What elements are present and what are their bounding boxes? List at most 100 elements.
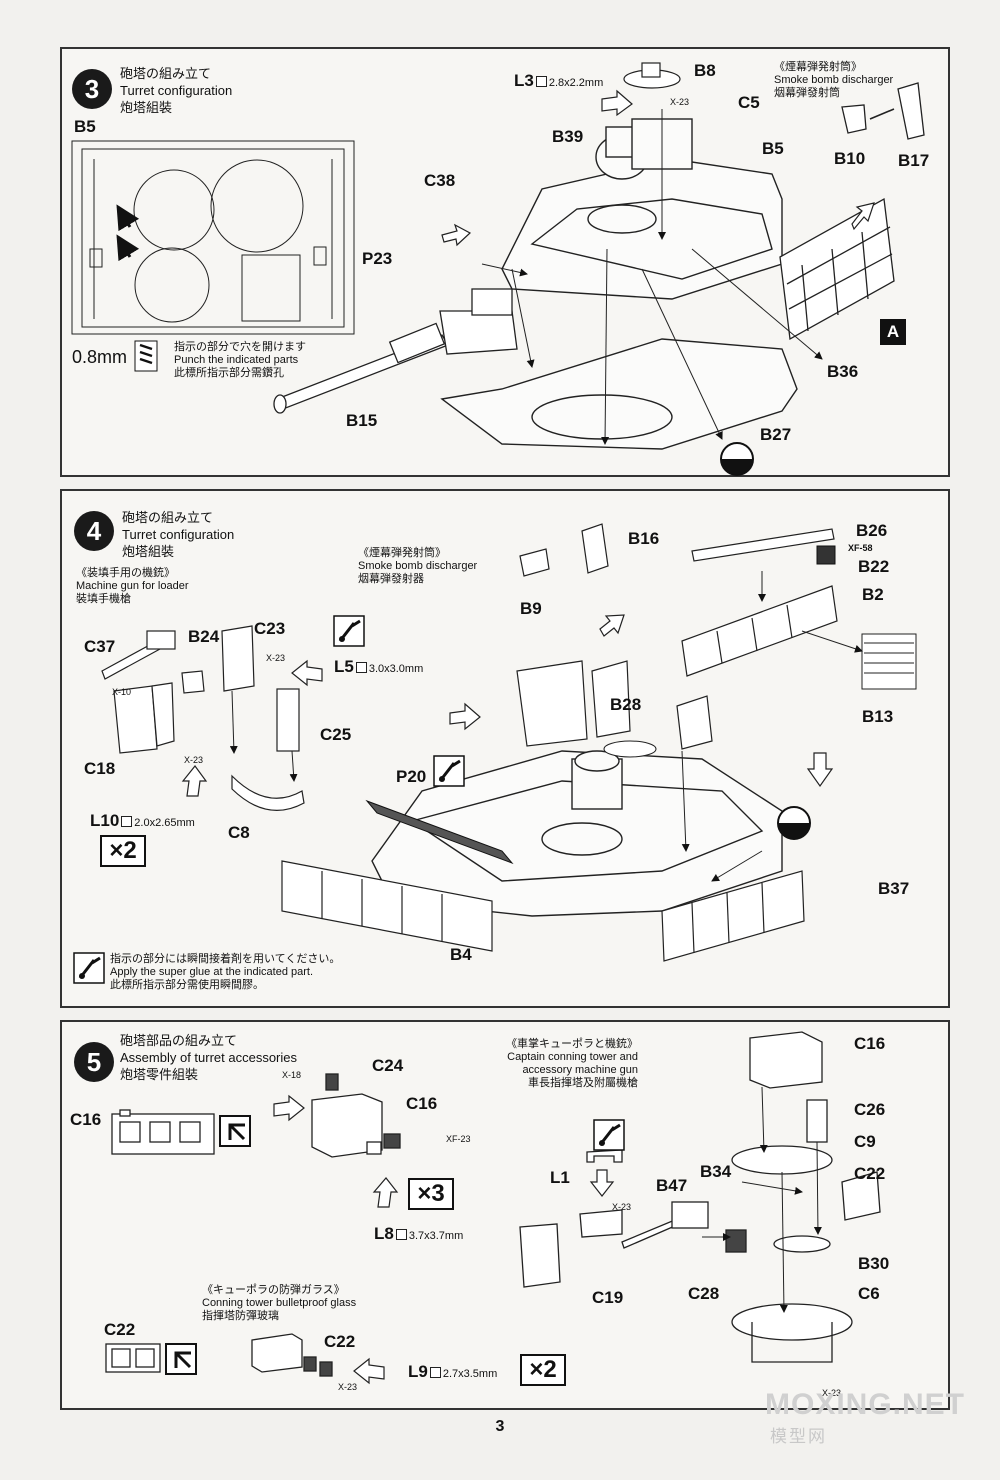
discharger-sub-parts bbox=[516, 523, 713, 750]
part-c22-mid: C22 bbox=[324, 1332, 356, 1351]
part-b37: B37 bbox=[878, 879, 910, 898]
drill-icon bbox=[134, 340, 158, 372]
part-b26: B26 bbox=[856, 521, 888, 540]
part-c37: C37 bbox=[84, 637, 116, 656]
part-c22-flat bbox=[105, 1343, 161, 1373]
cupola-tower bbox=[731, 1031, 881, 1363]
x23-label-a: X-23 bbox=[266, 653, 286, 663]
x10-label: X-10 bbox=[112, 687, 132, 697]
watermark-site: MOXING.NET bbox=[765, 1388, 966, 1421]
mesh-b13 bbox=[861, 633, 917, 690]
part-c22-assembled bbox=[251, 1333, 333, 1377]
machine-gun-b47 bbox=[621, 1201, 747, 1253]
super-glue-icon bbox=[593, 1119, 625, 1151]
x23-label: X-23 bbox=[670, 97, 690, 107]
turret-base-b27 bbox=[440, 338, 798, 450]
part-c18: C18 bbox=[84, 759, 116, 778]
turret-assembly-drawing bbox=[71, 62, 925, 476]
part-c25: C25 bbox=[320, 725, 352, 744]
direction-arrows bbox=[273, 1094, 615, 1385]
cement-icon bbox=[777, 806, 811, 840]
part-c5: C5 bbox=[738, 93, 760, 112]
part-b2: B2 bbox=[862, 585, 884, 604]
part-b16: B16 bbox=[628, 529, 660, 548]
part-b17: B17 bbox=[898, 151, 930, 170]
part-c23: C23 bbox=[254, 619, 286, 638]
times2-badge: ×2 bbox=[520, 1354, 566, 1386]
part-b9: B9 bbox=[520, 599, 542, 618]
part-p20: P20 bbox=[396, 767, 427, 786]
x18-label: X-18 bbox=[282, 1070, 302, 1080]
gear-b28 bbox=[603, 740, 657, 758]
times3-badge: ×3 bbox=[408, 1178, 454, 1210]
cupola-ring-c8 bbox=[221, 625, 305, 811]
part-c16-assembled bbox=[311, 1073, 401, 1158]
part-b22-block bbox=[816, 545, 836, 565]
step3-panel: 3 砲塔の組み立て Turret configuration 炮塔組裝 B5 0… bbox=[60, 47, 950, 477]
side-rack-right bbox=[661, 870, 805, 962]
machine-gun-c37 bbox=[101, 630, 205, 754]
smoke-note: 《煙幕弾発射筒》 Smoke bomb discharger 烟幕弾發射筒 bbox=[774, 61, 894, 99]
step-title: 砲塔部品の組み立て Assembly of turret accessories… bbox=[120, 1033, 298, 1082]
conning-tower-note: 《車掌キューポラと機銃》 Captain conning tower and a… bbox=[506, 1038, 638, 1089]
part-c19: C19 bbox=[592, 1288, 624, 1307]
smoke-discharger-rack bbox=[779, 197, 895, 341]
part-c6: C6 bbox=[858, 1284, 880, 1303]
page-number: 3 bbox=[495, 1418, 505, 1435]
part-b27: B27 bbox=[760, 425, 792, 444]
glass-note: 《キューポラの防弾ガラス》 Conning tower bulletproof … bbox=[202, 1284, 357, 1322]
punch-arrows bbox=[116, 204, 140, 262]
step-number: 3 bbox=[72, 69, 112, 109]
drill-note: 指示の部分で穴を開けます Punch the indicated parts 此… bbox=[174, 341, 306, 379]
step-number: 5 bbox=[74, 1042, 114, 1082]
xf58-label: XF-58 bbox=[848, 543, 873, 553]
discharger-parts bbox=[841, 82, 925, 140]
watermark-cn: 模型网 bbox=[770, 1427, 827, 1446]
turret-main-body bbox=[371, 750, 783, 917]
super-glue-icon bbox=[73, 615, 465, 984]
turret-body bbox=[501, 118, 783, 300]
part-b34: B34 bbox=[700, 1162, 732, 1181]
periscope-b8 bbox=[623, 62, 681, 89]
step5-panel: 5 砲塔部品の組み立て Assembly of turret accessori… bbox=[60, 1020, 950, 1410]
part-b30: B30 bbox=[858, 1254, 890, 1273]
xf23-label: XF-23 bbox=[446, 1134, 471, 1144]
photoetch-grille-p20 bbox=[365, 799, 514, 865]
part-b22: B22 bbox=[858, 557, 890, 576]
part-b13: B13 bbox=[862, 707, 894, 726]
part-c16-left: C16 bbox=[70, 1110, 102, 1129]
part-c22-right: C22 bbox=[854, 1164, 886, 1183]
part-c16-right: C16 bbox=[854, 1034, 886, 1053]
turret-detail-drawing bbox=[73, 523, 917, 984]
part-b10: B10 bbox=[834, 149, 866, 168]
part-c38: C38 bbox=[424, 171, 456, 190]
accessories-drawing bbox=[105, 1031, 881, 1385]
part-c19 bbox=[519, 1149, 623, 1288]
part-c16-mid: C16 bbox=[406, 1094, 438, 1113]
part-b36: B36 bbox=[827, 362, 859, 381]
flip-icon bbox=[165, 1115, 251, 1375]
mg-note: 《装填手用の機銃》 Machine gun for loader 裝填手機槍 bbox=[76, 567, 189, 605]
b5-inset-drawing bbox=[71, 140, 355, 335]
part-c24: C24 bbox=[372, 1056, 404, 1075]
part-c26: C26 bbox=[854, 1100, 886, 1119]
drill-size: 0.8mm bbox=[72, 347, 128, 367]
inset-label: B5 bbox=[74, 117, 96, 136]
gun-barrel-b15 bbox=[273, 288, 518, 414]
cement-icon bbox=[720, 442, 754, 476]
step-number: 4 bbox=[74, 511, 114, 551]
part-b8: B8 bbox=[694, 61, 716, 80]
step-title: 砲塔の組み立て Turret configuration 炮塔組裝 bbox=[120, 66, 233, 115]
part-p23: P23 bbox=[362, 249, 393, 268]
part-b47: B47 bbox=[656, 1176, 688, 1195]
part-b4: B4 bbox=[450, 945, 472, 964]
part-a-badge: A bbox=[880, 319, 906, 345]
part-c28: C28 bbox=[688, 1284, 720, 1303]
side-rack-b4 bbox=[281, 860, 493, 952]
x23-label-a: X-23 bbox=[612, 1202, 632, 1212]
part-b5: B5 bbox=[762, 139, 784, 158]
part-c8: C8 bbox=[228, 823, 250, 842]
